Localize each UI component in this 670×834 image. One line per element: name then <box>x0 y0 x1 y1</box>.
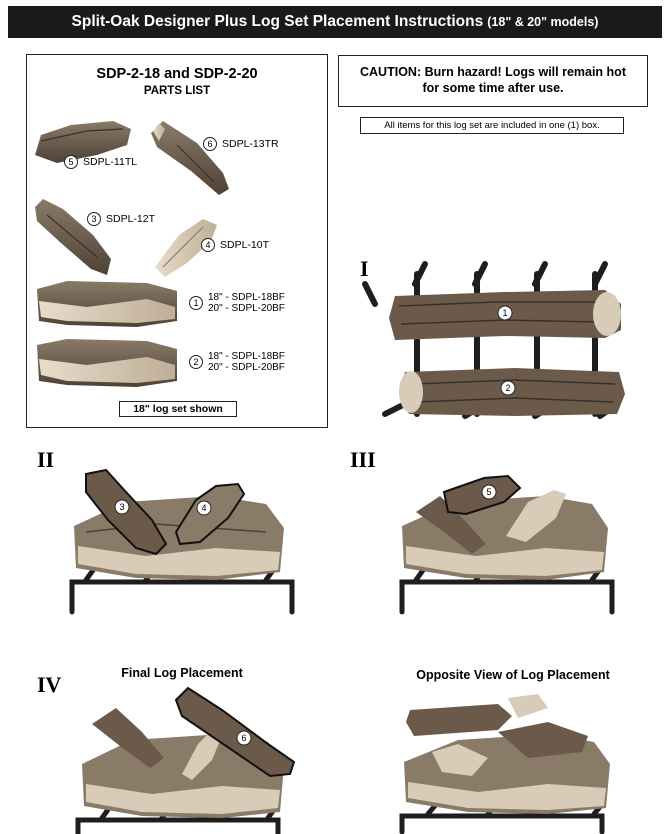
part-number-badge: 5 <box>64 155 78 169</box>
parts-list-subtitle: PARTS LIST <box>143 85 211 97</box>
parts-illustrations <box>35 121 229 387</box>
opposite-view-illustration <box>399 694 610 834</box>
log-part-2 <box>37 339 177 387</box>
parts-list-panel: SDP-2-18 and SDP-2-20 PARTS LIST <box>26 54 328 428</box>
part-number-badge: 6 <box>203 137 217 151</box>
step-ii-illustration: 3 4 <box>69 468 295 615</box>
part-2-label-row: 2 18" - SDPL-18BF 20" - SDPL-20BF <box>189 351 285 373</box>
marker-1: 1 <box>497 305 513 321</box>
part-label-line2: 20" - SDPL-20BF <box>208 303 285 314</box>
caution-line2: for some time after use. <box>422 81 564 95</box>
svg-text:4: 4 <box>201 503 206 513</box>
part-number-badge: 4 <box>201 238 215 252</box>
log-4-outlined <box>174 482 246 546</box>
part-label: SDPL-11TL <box>83 156 138 168</box>
marker-6: 6 <box>236 730 252 746</box>
part-4-label-row: 4 SDPL-10T <box>201 238 269 252</box>
svg-text:3: 3 <box>119 502 124 512</box>
opposite-view-caption: Opposite View of Log Placement <box>416 668 610 682</box>
step-iii-numeral: III <box>350 447 376 472</box>
part-label-line2: 20" - SDPL-20BF <box>208 362 285 373</box>
log-set-shown-note: 18" log set shown <box>119 401 237 417</box>
step-ii-numeral: II <box>37 447 55 472</box>
part-3-label-row: 3 SDPL-12T <box>87 212 155 226</box>
header-subtitle: (18" & 20" models) <box>487 15 599 29</box>
part-1-label-row: 1 18" - SDPL-18BF 20" - SDPL-20BF <box>189 292 285 314</box>
part-label-line1: 18" - SDPL-18BF <box>208 351 285 362</box>
log-part-4 <box>155 219 217 277</box>
parts-model-title: SDP-2-18 and SDP-2-20 <box>96 66 258 82</box>
log-5-outlined <box>442 474 522 516</box>
page-header: Split-Oak Designer Plus Log Set Placemen… <box>8 6 662 38</box>
log-6-outlined <box>174 686 296 778</box>
marker-5: 5 <box>481 484 497 500</box>
log-part-1 <box>37 281 177 327</box>
svg-text:6: 6 <box>241 733 246 743</box>
part-number-badge: 1 <box>189 296 203 310</box>
part-5-label-row: 5 SDPL-11TL <box>64 155 137 169</box>
part-number-badge: 3 <box>87 212 101 226</box>
part-label: SDPL-12T <box>106 213 156 225</box>
marker-4: 4 <box>196 500 212 516</box>
step-iv-illustration: 6 <box>75 686 296 834</box>
part-label-line1: 18" - SDPL-18BF <box>208 292 285 303</box>
log-part-6 <box>151 121 229 195</box>
marker-3: 3 <box>114 499 130 515</box>
caution-box: CAUTION: Burn hazard! Logs will remain h… <box>338 55 648 107</box>
step-i-numeral: I <box>360 256 369 281</box>
log-part-5 <box>35 121 131 163</box>
marker-2: 2 <box>500 380 516 396</box>
part-number-badge: 2 <box>189 355 203 369</box>
included-note: All items for this log set are included … <box>360 117 624 134</box>
part-label: SDPL-10T <box>220 239 270 251</box>
part-6-label-row: 6 SDPL-13TR <box>203 137 279 151</box>
step-iii-illustration: 5 <box>399 474 615 615</box>
svg-text:1: 1 <box>502 308 507 318</box>
part-label: SDPL-13TR <box>222 138 279 150</box>
final-placement-caption: Final Log Placement <box>121 666 243 680</box>
header-title: Split-Oak Designer Plus Log Set Placemen… <box>71 13 484 30</box>
svg-text:5: 5 <box>486 487 491 497</box>
log-part-3 <box>35 199 111 275</box>
svg-text:2: 2 <box>505 383 510 393</box>
caution-line1: CAUTION: Burn hazard! Logs will remain h… <box>360 65 626 79</box>
step-i-illustration: 1 2 <box>362 261 625 419</box>
step-iv-numeral: IV <box>37 672 62 697</box>
